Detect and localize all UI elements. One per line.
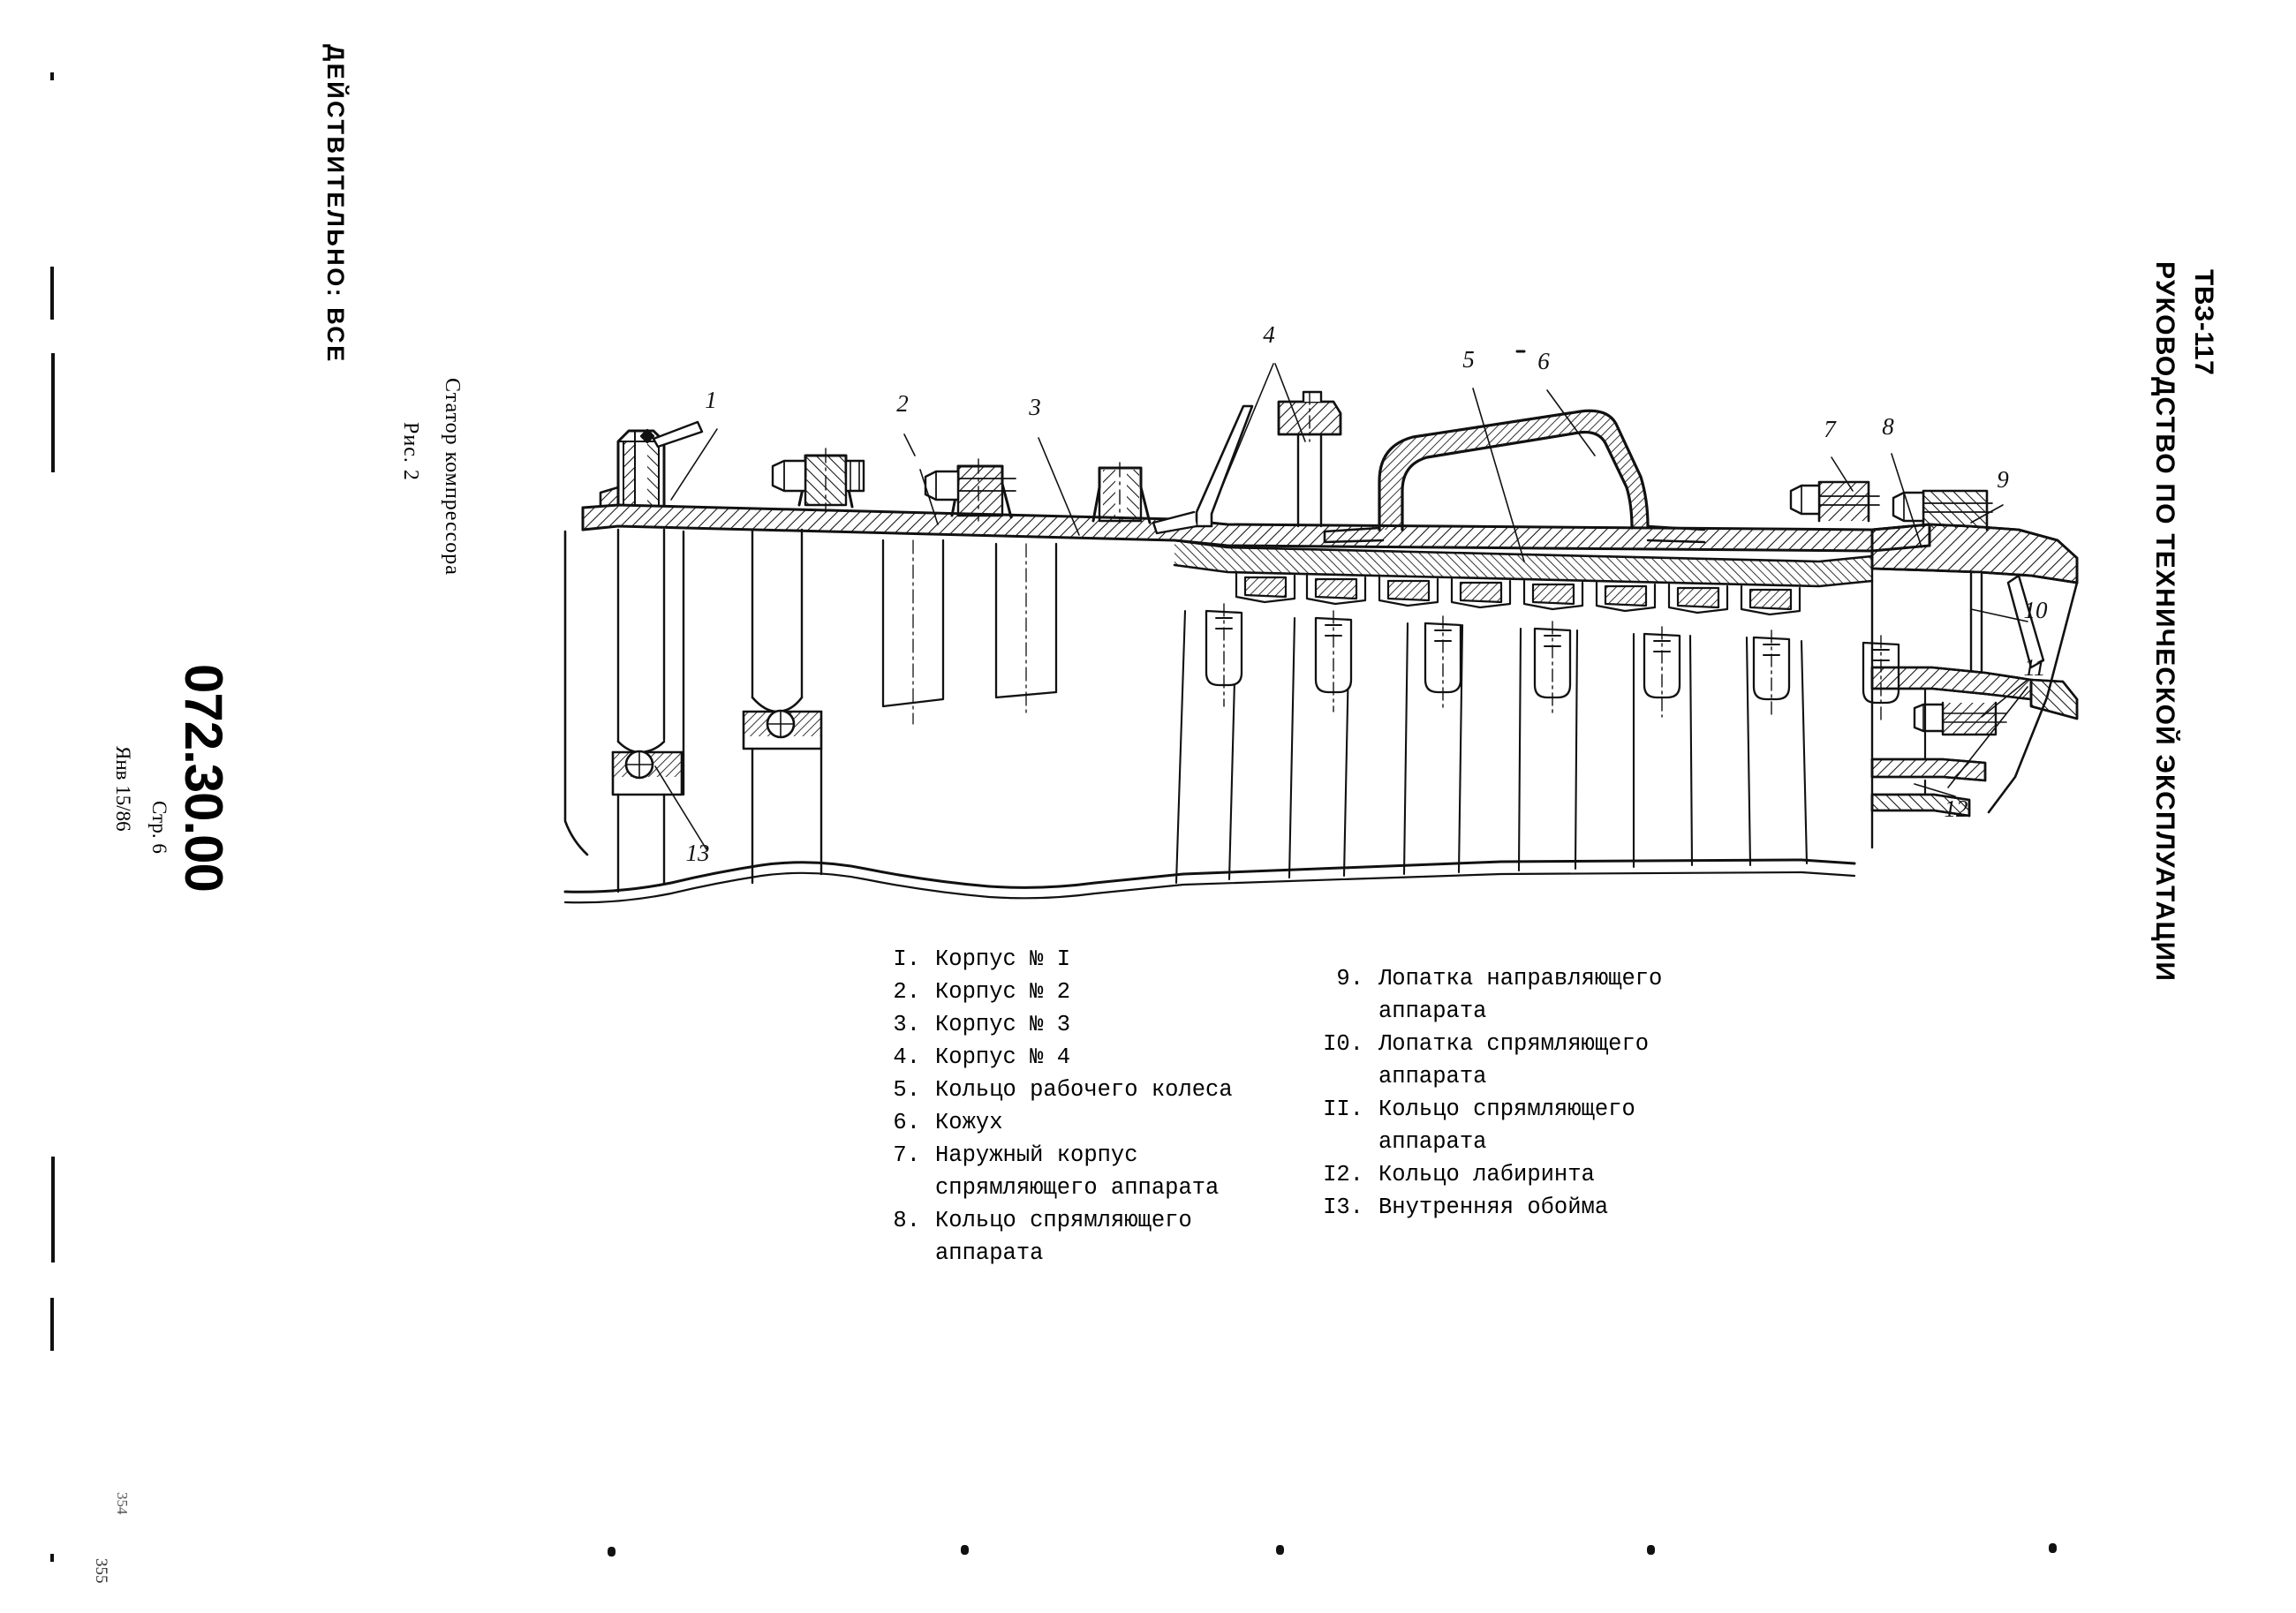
legend-item-label-continued: аппарата <box>1378 999 1487 1024</box>
legend-item-label: Кольцо спрямляющего <box>1378 1097 1635 1122</box>
legend-item-number: 5. <box>893 1077 920 1103</box>
legend-item-label: Корпус № 3 <box>935 1012 1071 1037</box>
bottom-registration-dot <box>608 1547 616 1556</box>
margin-mark <box>50 72 54 80</box>
document-code: 072.30.00 <box>174 664 233 892</box>
legend-item-label: Кольцо спрямляющего <box>935 1208 1192 1233</box>
legend-item-number: I3. <box>1323 1195 1363 1220</box>
legend-item: I3. Внутренняя обойма <box>1318 1191 1662 1224</box>
legend-item-number: 9. <box>1336 966 1363 991</box>
figure-number: Рис. 2 <box>399 422 422 481</box>
legend-item-label-continued: аппарата <box>1378 1064 1487 1089</box>
page-number-label: Стр. 6 <box>148 801 170 854</box>
legend-item-label: Кольцо рабочего колеса <box>935 1077 1233 1103</box>
revision-date: Янв 15/86 <box>112 746 134 832</box>
legend-item-label-continued: аппарата <box>935 1240 1044 1266</box>
legend-item-label: Кожух <box>935 1110 1003 1135</box>
figure-caption: Статор компрессора <box>441 378 464 576</box>
drawing-callout-2: 2 <box>896 390 909 417</box>
legend-column-left: I. Корпус № I 2. Корпус № 2 3. Корпус № 3 4. Ко… <box>874 943 1233 1270</box>
legend-item: 5. Кольцо рабочего колеса <box>874 1074 1233 1106</box>
legend-item-label: Внутренняя обойма <box>1378 1195 1609 1220</box>
drawing-callout-4: 4 <box>1263 321 1275 348</box>
legend-item-number: I0. <box>1323 1031 1363 1057</box>
drawing-callout-1: 1 <box>705 387 717 413</box>
drawing-callout-3: 3 <box>1028 394 1041 420</box>
legend-item-number: 4. <box>893 1044 920 1070</box>
legend-item-label: Лопатка направляющего <box>1378 966 1663 991</box>
manual-title: РУКОВОДСТВО ПО ТЕХНИЧЕСКОЙ ЭКСПЛУАТАЦИИ <box>2150 261 2179 983</box>
legend-item-number: I. <box>893 946 920 972</box>
drawing-callout-13: 13 <box>686 840 710 866</box>
bottom-registration-dot <box>1647 1545 1655 1555</box>
legend-item-number: 8. <box>893 1208 920 1233</box>
legend-item-number: II. <box>1323 1097 1363 1122</box>
drawing-callout-10: 10 <box>2024 597 2049 623</box>
legend-item-number: 7. <box>893 1142 920 1168</box>
drawing-callout-6: 6 <box>1537 348 1550 374</box>
legend-item-label-continued: аппарата <box>1378 1129 1487 1155</box>
aircraft-model-label: ТВЗ-117 <box>2189 269 2218 376</box>
legend-item: 4. Корпус № 4 <box>874 1041 1233 1074</box>
legend-item-label: Корпус № I <box>935 946 1071 972</box>
legend-item: I0. Лопатка спрямляющего <box>1318 1028 1662 1060</box>
margin-mark <box>50 267 54 320</box>
legend-item: I2. Кольцо лабиринта <box>1318 1158 1662 1191</box>
legend-item-label-continued: спрямляющего аппарата <box>935 1175 1220 1201</box>
legend-item: 3. Корпус № 3 <box>874 1008 1233 1041</box>
drawing-callout-7: 7 <box>1824 416 1837 442</box>
margin-mark <box>51 353 55 472</box>
margin-mark <box>50 1554 54 1562</box>
legend-item-label: Кольцо лабиринта <box>1378 1162 1595 1187</box>
legend-item: 8. Кольцо спрямляющего <box>874 1204 1233 1237</box>
legend-item-label: Наружный корпус <box>935 1142 1138 1168</box>
drawing-callout-9: 9 <box>1997 466 2009 493</box>
drawing-callout-5: 5 <box>1462 346 1475 373</box>
legend-item: I. Корпус № I <box>874 943 1233 976</box>
legend-item-label: Корпус № 2 <box>935 979 1071 1005</box>
validity-statement: ДЕЙСТВИТЕЛЬНО: ВСЕ <box>322 44 349 364</box>
legend-item-label: Лопатка спрямляющего <box>1378 1031 1650 1057</box>
bottom-registration-dot <box>961 1545 969 1555</box>
margin-mark <box>51 1157 55 1263</box>
legend-item: 9. Лопатка направляющего <box>1318 962 1662 995</box>
legend-item-label: Корпус № 4 <box>935 1044 1071 1070</box>
legend-item-number: 3. <box>893 1012 920 1037</box>
legend-item-number: 2. <box>893 979 920 1005</box>
bottom-registration-dot <box>1276 1545 1284 1555</box>
legend-item: 7. Наружный корпус <box>874 1139 1233 1172</box>
drawing-callout-12: 12 <box>1945 795 1968 822</box>
legend-item: II. Кольцо спрямляющего <box>1318 1093 1662 1126</box>
drawing-callout-8: 8 <box>1882 413 1894 440</box>
legend-item: 2. Корпус № 2 <box>874 976 1233 1008</box>
scan-sequence-b: 355 <box>92 1558 110 1584</box>
margin-mark <box>50 1298 54 1351</box>
legend-item-number: I2. <box>1323 1162 1363 1187</box>
bottom-registration-dot <box>2049 1543 2057 1553</box>
drawing-callout-11: 11 <box>2024 654 2046 681</box>
scan-sequence-a: 354 <box>114 1492 131 1515</box>
legend-item: 6. Кожух <box>874 1106 1233 1139</box>
legend-item-number: 6. <box>893 1110 920 1135</box>
